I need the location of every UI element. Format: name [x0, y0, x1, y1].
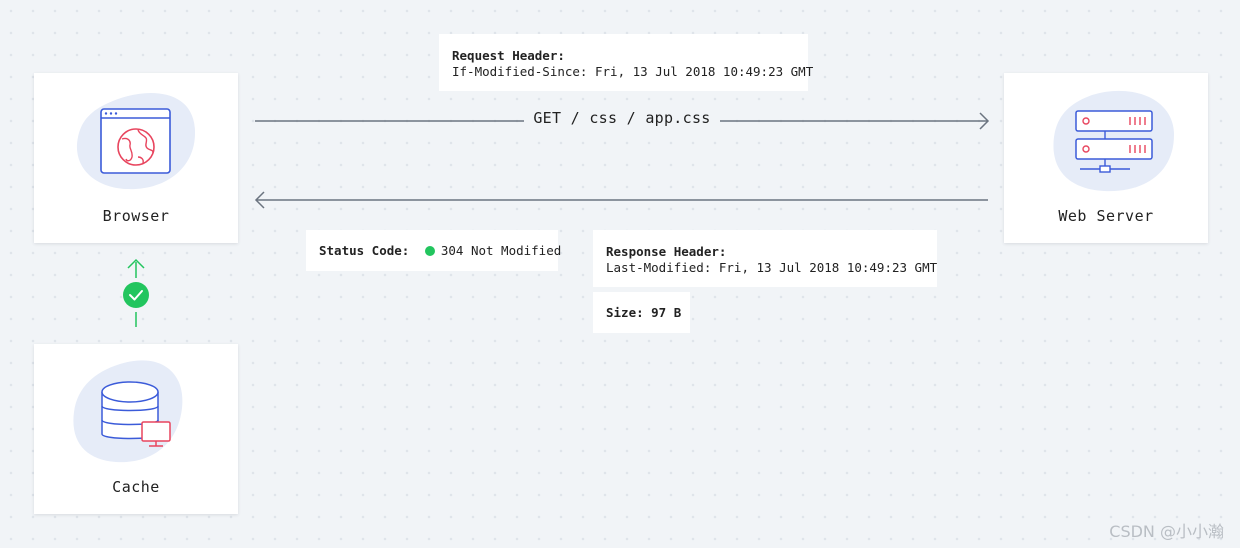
web-server-node: Web Server	[1004, 73, 1208, 243]
size-box: Size: 97 B	[593, 292, 690, 333]
request-header-box: Request Header: If-Modified-Since: Fri, …	[439, 34, 814, 91]
web-server-label: Web Server	[1058, 207, 1154, 225]
browser-icon	[76, 93, 196, 190]
browser-node: Browser	[34, 73, 238, 243]
database-icon	[73, 360, 183, 463]
cache-hit-arrow	[123, 258, 149, 327]
cache-node: Cache	[34, 344, 238, 514]
size-label: Size: 97 B	[606, 305, 682, 320]
status-code-value: 304 Not Modified	[440, 243, 562, 258]
response-arrow	[254, 191, 988, 209]
watermark: CSDN @小小瀚	[1109, 522, 1224, 541]
response-header-box: Response Header: Last-Modified: Fri, 13 …	[593, 230, 937, 287]
request-path-label: GET / css / app.css	[524, 108, 720, 128]
cache-label: Cache	[112, 478, 160, 496]
response-header-value: Last-Modified: Fri, 13 Jul 2018 10:49:23…	[606, 260, 938, 275]
request-header-title: Request Header:	[452, 48, 565, 63]
response-header-title: Response Header:	[606, 244, 727, 259]
status-code-box: Status Code: 304 Not Modified	[306, 230, 562, 271]
status-code-label: Status Code:	[319, 243, 410, 258]
status-dot	[424, 246, 435, 256]
browser-label: Browser	[102, 207, 170, 225]
check-icon	[123, 282, 149, 308]
request-header-value: If-Modified-Since: Fri, 13 Jul 2018 10:4…	[452, 64, 814, 79]
server-icon	[1053, 90, 1174, 192]
